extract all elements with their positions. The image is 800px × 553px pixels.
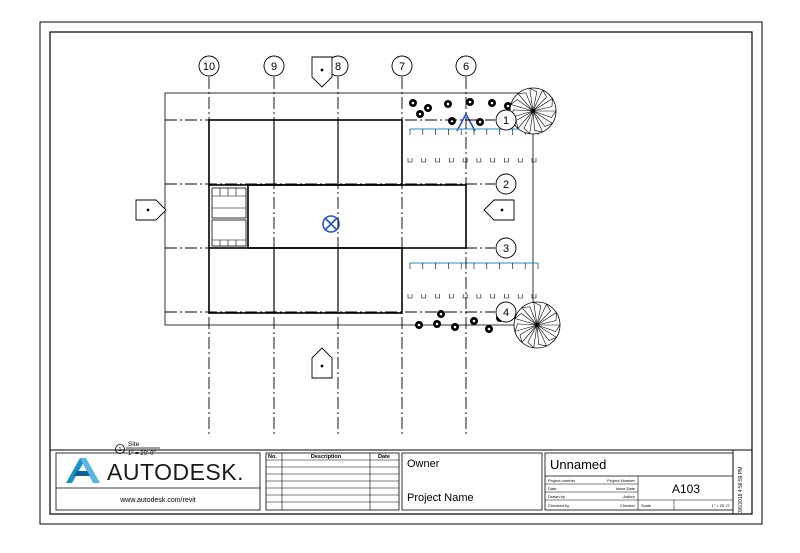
- grid-label-9: 9: [271, 61, 277, 73]
- scale-label: Scale: [641, 503, 652, 508]
- grid-label-4: 4: [503, 307, 509, 319]
- elevation-marker-west: [135, 199, 167, 221]
- checked-by-value: Checker: [620, 503, 636, 508]
- grid-label-10: 10: [203, 61, 215, 73]
- sheet-border-inner: [49, 31, 753, 515]
- drawn-by-label: Drawn by: [548, 494, 565, 499]
- checked-by-label: Checked by: [548, 503, 569, 508]
- grid-label-3: 3: [503, 243, 509, 255]
- sheet-number: A103: [672, 482, 700, 496]
- tree-icon: [513, 301, 561, 349]
- grid-head-7: 7: [391, 55, 413, 77]
- trees: [409, 87, 561, 349]
- grid-label-8: 8: [335, 61, 341, 73]
- title-block: [50, 449, 752, 514]
- grid-head-6: 6: [455, 55, 477, 77]
- grid-head-3: 3: [495, 237, 517, 259]
- revision-table-rows: [266, 459, 399, 503]
- logo-text: AUTODESK.: [107, 459, 244, 485]
- project-number-value: Project Number: [607, 478, 635, 483]
- revision-header-no: No.: [268, 454, 277, 460]
- autodesk-logo-icon: [66, 458, 100, 483]
- grid-head-2: 2: [495, 173, 517, 195]
- view-name: Site: [128, 441, 140, 448]
- view-title: 1 Site 1" = 20'-0": [115, 441, 160, 457]
- tree-icon: [509, 87, 557, 135]
- grid-head-9: 9: [263, 55, 285, 77]
- project-name: Project Name: [407, 492, 474, 504]
- elevation-marker-north: [311, 56, 333, 88]
- drawn-by-value: Author: [623, 494, 635, 499]
- grid-label-7: 7: [399, 61, 405, 73]
- owner-label: Owner: [407, 458, 440, 470]
- grid-head-10: 10: [198, 55, 220, 77]
- project-number-label: Project number: [548, 478, 576, 483]
- elevation-marker-east: [483, 199, 515, 221]
- grid-lines: [165, 77, 495, 435]
- print-timestamp: 3/6/2018 4:56:59 PM: [738, 467, 744, 513]
- revision-header-description: Description: [311, 454, 342, 460]
- parking: [407, 128, 539, 299]
- grid-heads: 10 9 8 7 6 1 2 3 4: [198, 55, 517, 323]
- sheet-name: Unnamed: [550, 457, 606, 472]
- grid-label-6: 6: [463, 61, 469, 73]
- grid-label-1: 1: [503, 115, 509, 127]
- view-scale: 1" = 20'-0": [128, 451, 156, 457]
- grid-head-4: 4: [495, 301, 517, 323]
- site-boundary: [164, 92, 534, 326]
- elevation-marker-south: [311, 347, 333, 379]
- site-plan: 10 9 8 7 6 1 2 3 4 1 Site 1" = 20'-0": [115, 55, 561, 457]
- project-base-point-icon: [322, 215, 340, 233]
- date-value: Issue Date: [616, 486, 636, 491]
- grid-label-2: 2: [503, 179, 509, 191]
- scale-value: 1" = 20'-0": [712, 503, 731, 508]
- website-link[interactable]: www.autodesk.com/revit: [119, 497, 196, 504]
- date-label: Date: [548, 486, 557, 491]
- grid-head-1: 1: [495, 109, 517, 131]
- sheet-border-outer: [39, 21, 763, 525]
- revision-header-date: Date: [378, 454, 390, 460]
- building: [208, 119, 467, 314]
